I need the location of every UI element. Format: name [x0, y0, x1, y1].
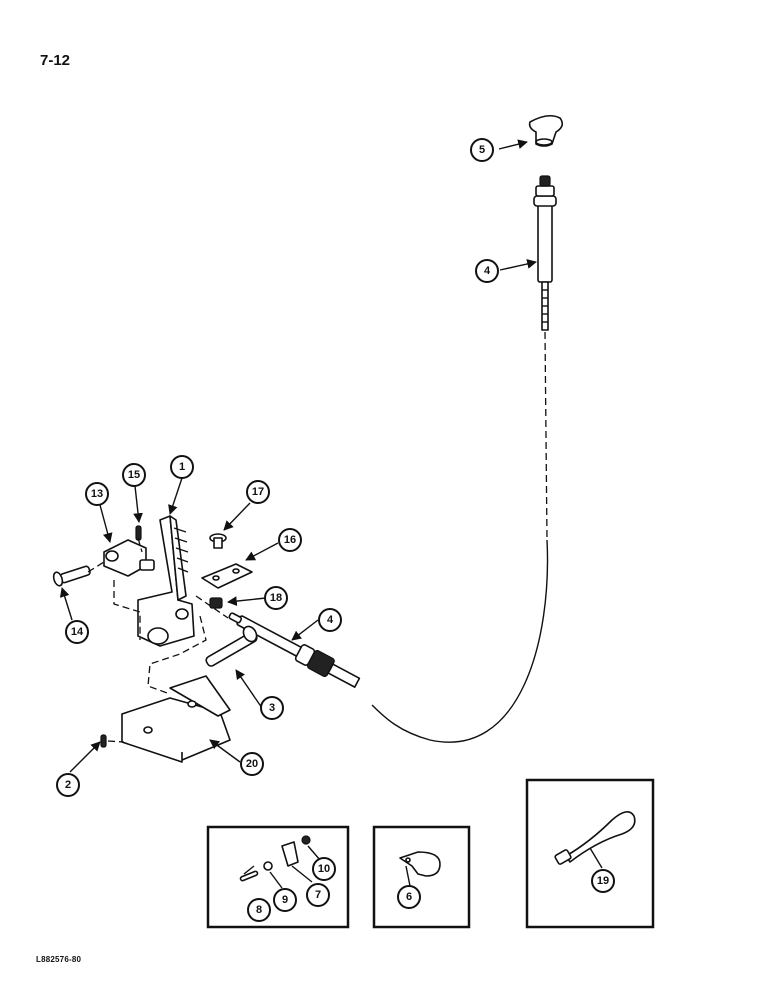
callout-8: 8	[247, 898, 271, 922]
mounting-plate	[201, 563, 253, 589]
callout-1: 1	[170, 455, 194, 479]
svg-text:5: 5	[479, 144, 485, 156]
svg-text:16: 16	[284, 534, 296, 546]
retaining-clip	[100, 734, 107, 748]
svg-text:19: 19	[597, 875, 609, 887]
clevis-pin	[52, 565, 91, 587]
inset-box-strap	[525, 778, 655, 929]
throttle-lever	[137, 515, 195, 647]
callout-10: 10	[312, 857, 336, 881]
svg-text:2: 2	[65, 779, 71, 791]
svg-text:3: 3	[269, 702, 275, 714]
svg-text:4: 4	[327, 614, 334, 626]
screw	[209, 533, 227, 549]
leader-lines	[59, 139, 603, 889]
assembly-lines	[87, 537, 229, 743]
callout-15: 15	[122, 463, 146, 487]
throttle-knob	[528, 114, 564, 147]
callout-4-lower: 4	[318, 608, 342, 632]
svg-text:9: 9	[282, 894, 288, 906]
svg-text:6: 6	[406, 891, 412, 903]
svg-text:18: 18	[270, 592, 282, 604]
svg-text:17: 17	[252, 486, 264, 498]
svg-text:20: 20	[246, 758, 258, 770]
callout-19: 19	[591, 869, 615, 893]
pivot-pin	[205, 625, 258, 667]
callout-5: 5	[470, 138, 494, 162]
inset-box-fasteners	[206, 825, 350, 929]
clevis	[103, 539, 155, 577]
callout-14: 14	[65, 620, 89, 644]
figure-code: L882576-80	[36, 955, 82, 964]
svg-text:8: 8	[256, 904, 262, 916]
svg-text:7: 7	[315, 889, 321, 901]
mounting-bracket	[121, 675, 231, 763]
svg-text:1: 1	[179, 461, 185, 473]
svg-text:14: 14	[71, 626, 84, 638]
callout-20: 20	[240, 752, 264, 776]
callout-16: 16	[278, 528, 302, 552]
lock-nut	[209, 597, 223, 609]
throttle-cable	[228, 175, 557, 743]
svg-text:4: 4	[484, 265, 491, 277]
svg-text:10: 10	[318, 863, 330, 875]
callout-9: 9	[273, 888, 297, 912]
svg-text:15: 15	[128, 469, 140, 481]
page-number: 7-12	[40, 52, 71, 69]
callout-7: 7	[306, 883, 330, 907]
callout-17: 17	[246, 480, 270, 504]
callout-18: 18	[264, 586, 288, 610]
callout-3: 3	[260, 696, 284, 720]
svg-text:13: 13	[91, 488, 103, 500]
callout-2: 2	[56, 773, 80, 797]
callout-13: 13	[85, 482, 109, 506]
callout-4-upper: 4	[475, 259, 499, 283]
callout-6: 6	[397, 885, 421, 909]
inset-box-clip	[372, 825, 471, 929]
